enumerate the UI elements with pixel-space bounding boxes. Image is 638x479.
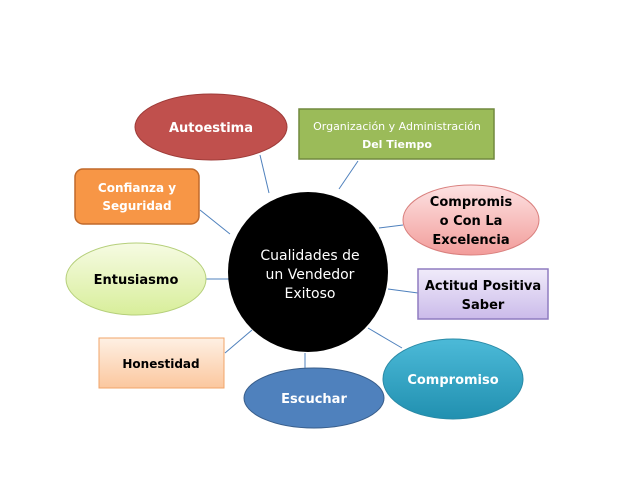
svg-text:Escuchar: Escuchar [281,392,347,407]
center-node: Cualidades de un Vendedor Exitoso [228,192,388,352]
svg-text:un Vendedor: un Vendedor [266,267,355,283]
svg-text:Confianza y: Confianza y [98,181,176,195]
svg-text:Organización y Administración: Organización y Administración [313,120,481,133]
connector-confianza [199,209,231,235]
svg-text:Entusiasmo: Entusiasmo [94,273,179,288]
svg-text:Compromiso: Compromiso [407,373,498,388]
svg-text:Exitoso: Exitoso [285,286,336,302]
connector-excelencia [378,224,404,229]
node-excelencia: Compromis o Con La Excelencia [402,184,540,256]
node-actitud: Actitud Positiva Saber [417,268,549,320]
node-organizacion: Organización y Administración Del Tiempo [298,108,495,160]
svg-text:Actitud Positiva: Actitud Positiva [425,279,541,294]
connector-compromiso [367,327,403,349]
svg-text:Saber: Saber [462,298,505,313]
svg-text:Compromis: Compromis [430,195,513,210]
svg-text:Seguridad: Seguridad [102,199,171,213]
svg-text:o Con La: o Con La [440,214,503,229]
connector-autoestima [259,154,270,194]
node-entusiasmo: Entusiasmo [65,242,207,316]
svg-text:Excelencia: Excelencia [432,233,509,248]
connector-organizacion [338,160,359,190]
node-confianza: Confianza y Seguridad [74,168,200,225]
svg-text:Cualidades de: Cualidades de [260,248,359,264]
node-autoestima: Autoestima [134,93,288,161]
connector-actitud [387,288,419,294]
node-escuchar: Escuchar [243,367,385,429]
node-honestidad: Honestidad [98,337,225,389]
node-compromiso: Compromiso [382,338,524,420]
connectors [199,154,419,369]
svg-text:Honestidad: Honestidad [122,357,199,371]
svg-text:Autoestima: Autoestima [169,121,253,136]
svg-text:Del Tiempo: Del Tiempo [362,138,432,151]
connector-honestidad [224,329,253,354]
